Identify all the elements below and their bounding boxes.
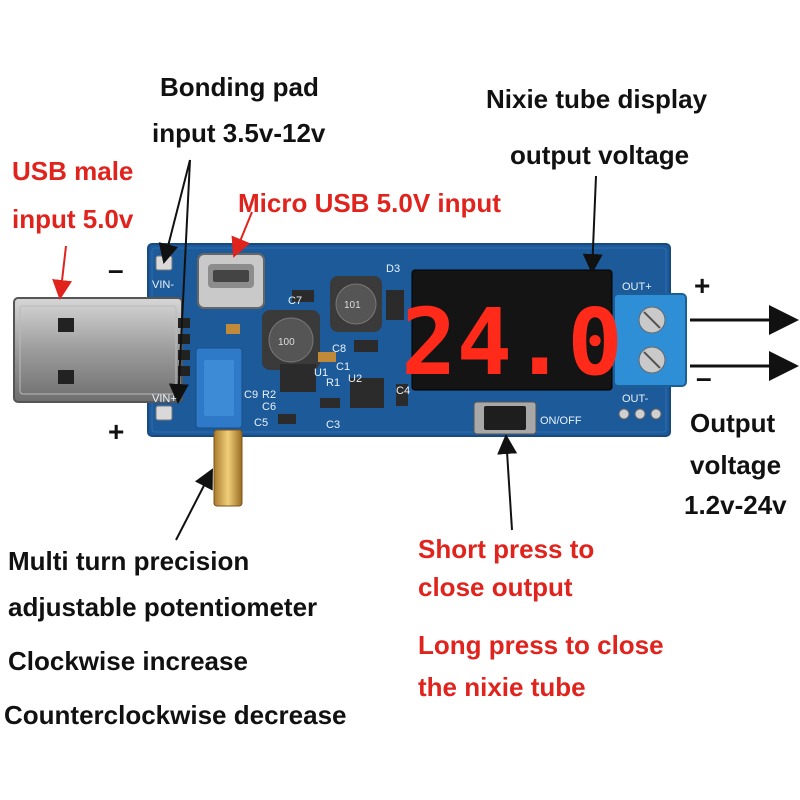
long-press-label-2: the nixie tube	[418, 672, 586, 702]
output-label-1: Output	[690, 408, 776, 438]
bonding-pad-pointer-bottom	[168, 159, 191, 404]
usb-male-pointer	[52, 245, 72, 300]
inductor1-marking: 101	[344, 300, 361, 311]
button-pointer	[497, 434, 518, 531]
pot-label-4: Counterclockwise decrease	[4, 700, 347, 730]
usb-male-plug	[13, 297, 183, 403]
long-press-label-1: Long press to close	[418, 630, 664, 660]
pot-label-3: Clockwise increase	[8, 646, 248, 676]
silk-vin-plus: VIN+	[152, 393, 177, 405]
led-reading: 24.0	[401, 289, 623, 396]
silk-u2: U2	[348, 373, 362, 385]
usb-male-label-1: USB male	[12, 156, 134, 186]
short-press-label-1: Short press to	[418, 534, 595, 564]
silk-c7: C7	[288, 295, 302, 307]
pot-label-1: Multi turn precision	[8, 546, 250, 576]
silk-d3: D3	[386, 263, 400, 275]
output-label-3: 1.2v-24v	[684, 490, 787, 520]
output-minus-symbol: –	[696, 362, 712, 393]
bonding-pad-label-1: Bonding pad	[160, 72, 319, 102]
output-plus-symbol: +	[694, 270, 711, 301]
silk-r2: R2	[262, 389, 276, 401]
silk-out-plus: OUT+	[622, 281, 652, 293]
vin-plus-pad	[155, 405, 173, 421]
silk-c8: C8	[332, 343, 346, 355]
micro-usb-port	[197, 253, 265, 309]
inductor2-marking: 100	[278, 337, 295, 348]
potentiometer	[195, 347, 243, 507]
silk-on-off: ON/OFF	[540, 415, 582, 427]
output-label-2: voltage	[690, 450, 782, 480]
silk-c1: C1	[336, 361, 350, 373]
nixie-pointer	[582, 175, 603, 274]
silk-vin-minus: VIN-	[152, 279, 174, 291]
micro-usb-pointer	[231, 211, 253, 258]
led-display-housing	[411, 269, 613, 391]
pot-pointer	[175, 468, 213, 541]
input-plus-symbol: +	[108, 416, 125, 447]
silk-u1: U1	[314, 367, 328, 379]
silk-c5: C5	[254, 417, 268, 429]
usb-male-label-2: input 5.0v	[12, 204, 134, 234]
input-minus-symbol: –	[108, 254, 124, 285]
inductor-100	[262, 310, 320, 370]
silk-r1: R1	[326, 377, 340, 389]
silk-c6: C6	[262, 401, 276, 413]
silk-c3: C3	[326, 419, 340, 431]
short-press-label-2: close output	[418, 572, 573, 602]
nixie-label-1: Nixie tube display	[486, 84, 708, 114]
on-off-button	[473, 401, 537, 435]
pot-label-2: adjustable potentiometer	[8, 592, 318, 622]
silk-c9: C9	[244, 389, 258, 401]
micro-usb-label: Micro USB 5.0V input	[238, 188, 501, 218]
bonding-pad-pointer-top	[158, 159, 191, 264]
bonding-pad-label-2: input 3.5v-12v	[152, 118, 326, 148]
silk-c4: C4	[396, 385, 410, 397]
output-terminal-block	[613, 293, 687, 387]
nixie-label-2: output voltage	[510, 140, 690, 170]
silk-out-minus: OUT-	[622, 393, 649, 405]
inductor-101	[330, 276, 382, 332]
